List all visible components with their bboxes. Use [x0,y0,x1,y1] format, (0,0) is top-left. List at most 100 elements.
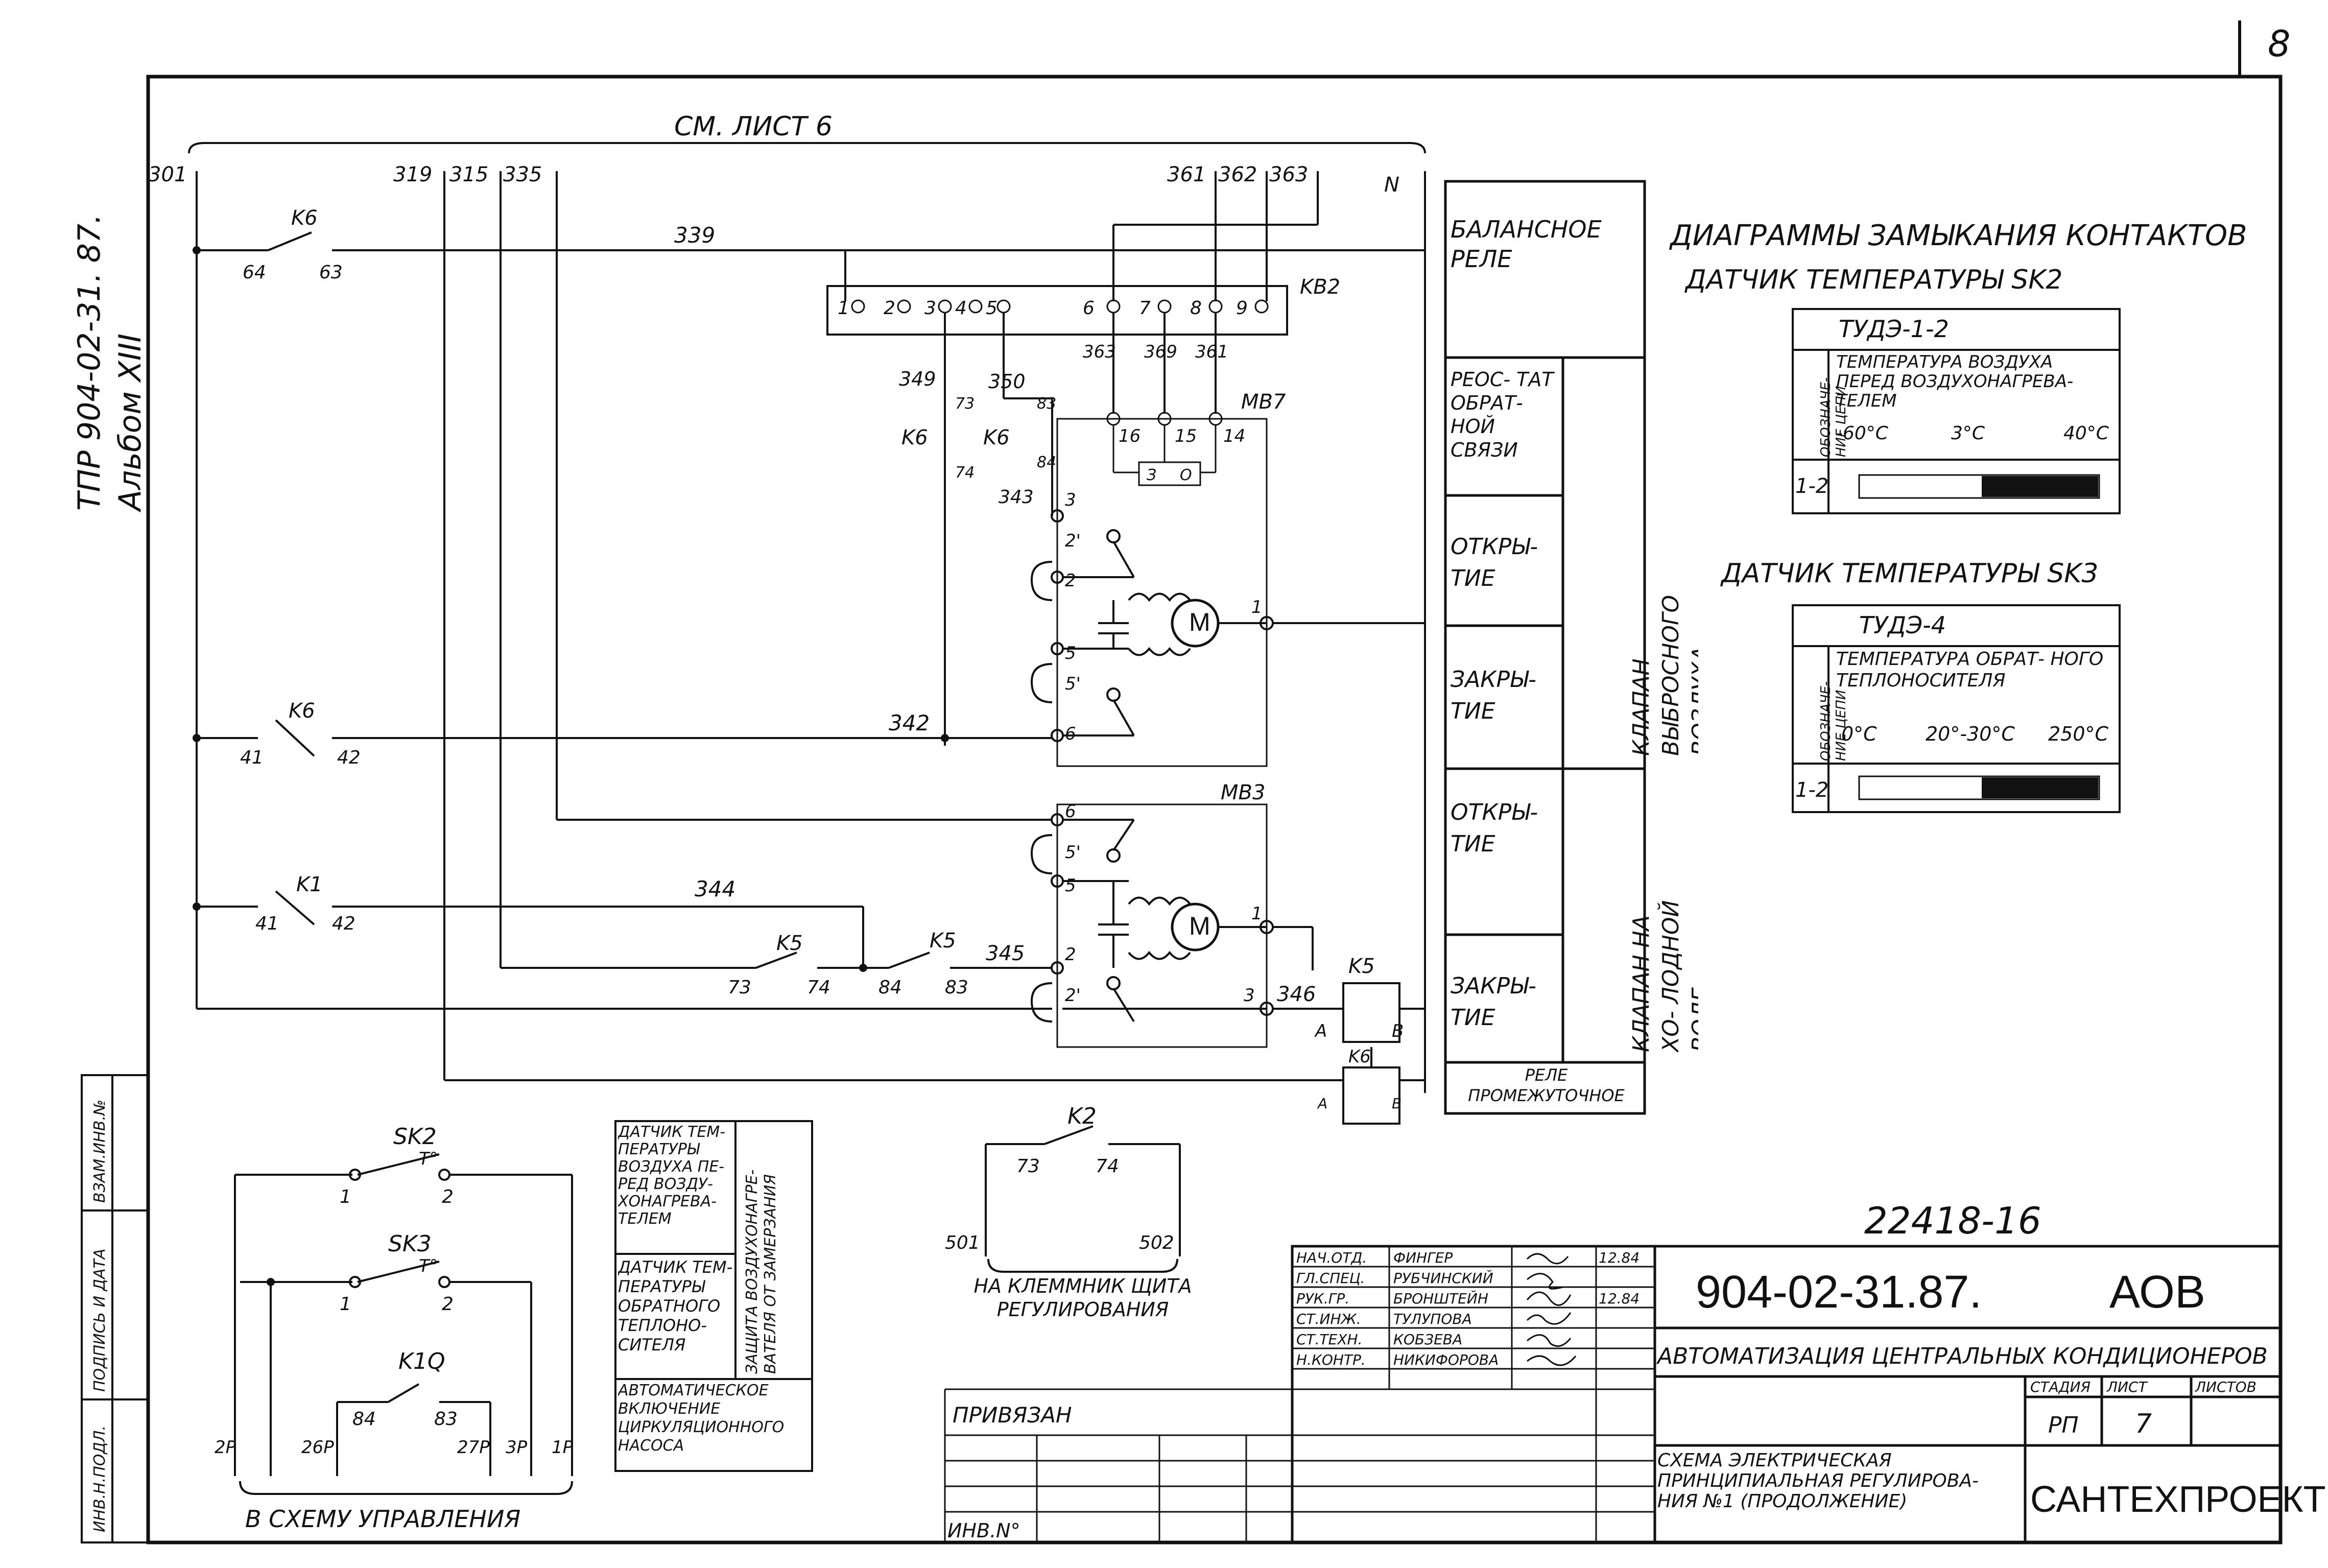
motor-symbol: M [1189,608,1210,636]
contact-label: K5 [930,929,956,953]
sk2-device: ТУДЭ-1-2 [1839,315,1949,343]
table-row-label: БАЛАНСНОЕ РЕЛЕ [1451,216,1602,273]
relay-terminal: A [1317,1095,1327,1112]
bus-labels: 301 319 315 335 361 362 363 N [148,163,1399,197]
bus-label: 335 [503,163,542,186]
sk3-diagram-table [1792,604,2121,813]
contact-pin: 73 [955,395,975,413]
kb2-terminal-num: 6 [1083,298,1095,319]
mb7-pin: 2 [1065,571,1076,591]
legend-text: АВТОМАТИЧЕСКОЕ ВКЛЮЧЕНИЕ ЦИРКУЛЯЦИОННОГО… [618,1382,785,1455]
kb2-terminal-num: 8 [1190,298,1202,319]
side-stamp-line1: ТПР 904-02-31. 87. [72,214,107,511]
sensor-label: SK2 [393,1124,437,1150]
signers-grid [1292,1246,1655,1542]
sk3-row-label: 1-2 [1795,778,1828,802]
mb3-pin: 3 [1244,985,1255,1006]
mb7-internals [1030,509,1425,742]
sheet-number: 8 [2268,23,2291,65]
row-342 [197,719,1052,757]
k2-circuit [985,1125,1181,1273]
relay-k5-label: K5 [1348,955,1375,978]
mb7-pin: 14 [1223,426,1245,446]
mb7-pin: 16 [1119,426,1141,446]
mb7-pin: 5 [1065,643,1076,663]
contact-label: K1 [296,873,323,896]
signer-role: СТ.ИНЖ. [1296,1311,1361,1327]
wire-label: 345 [986,942,1025,965]
contact-pin: 74 [807,977,830,998]
k2-caption-text: НА КЛЕММНИК ЩИТА РЕГУЛИРОВАНИЯ [973,1275,1192,1321]
mb3-label: MB3 [1221,781,1265,804]
row-345 [501,952,1052,969]
sensor-pin: 1 [340,1294,351,1315]
sk2-tick: 40°С [2063,423,2109,444]
kb2-terminal-num: 5 [986,298,997,319]
sk2-diagram-table [1792,308,2121,514]
wire-label: 349 [899,368,936,390]
kb2-terminal-num: 7 [1139,298,1151,319]
wire-label: 350 [988,370,1026,393]
bus-label: 363 [1269,163,1308,186]
kb2-terminal-num: 3 [924,298,936,319]
mb7-pin: 5' [1065,674,1081,694]
signer-role: РУК.ГР. [1296,1290,1349,1307]
doc-description: СХЕМА ЭЛЕКТРИЧЕСКАЯ ПРИНЦИПИАЛЬНАЯ РЕГУЛ… [1657,1451,1979,1512]
signer-name: НИКИФОРОВА [1393,1351,1499,1368]
table-row-open-1: ОТКРЫ- ТИЕ [1451,534,1538,591]
legend-text: ДАТЧИК ТЕМ- ПЕРАТУРЫ ОБРАТНОГО ТЕПЛОНО- … [618,1257,733,1355]
contact-pin: 84 [878,977,902,998]
kb2-terminal-num: 9 [1236,298,1248,319]
mb3-pin: 1 [1251,904,1263,924]
wire-label: 369 [1144,342,1177,362]
mb7-pin: 6 [1065,724,1076,744]
diagrams-title: ДИАГРАММЫ ЗАМЫКАНИЯ КОНТАКТОВ [1669,219,2247,252]
contact-label: K6 [983,426,1010,449]
signer-name: ФИНГЕР [1393,1249,1453,1266]
sensor-pin: 2 [442,1186,454,1207]
relay-terminal: B [1392,1021,1404,1041]
mb3-internals [557,813,1314,1023]
feedback-rheostat [1138,461,1201,486]
contact-label: K6 [291,206,318,230]
sk3-heading: ДАТЧИК ТЕМПЕРАТУРЫ SK3 [1720,558,2098,589]
signer-role: Н.КОНТР. [1296,1351,1366,1368]
sk2-tick: -60°С [1836,423,1889,444]
row-339 [197,224,1425,301]
sk3-desc-text: ТЕМПЕРАТУРА ОБРАТ- НОГО ТЕПЛОНОСИТЕЛЯ [1836,649,2104,691]
terminal-label: 1P [552,1437,574,1458]
mb3-housing [1056,803,1268,1048]
sk3-device: ТУДЭ-4 [1859,611,1946,639]
mb7-pin: 1 [1251,597,1263,617]
left-stamp-text: ПОДПИСЬ И ДАТА [91,1249,109,1392]
sheet-header: ЛИСТ [2106,1379,2148,1395]
signer-date: 12.84 [1599,1249,1640,1266]
relay-terminal: A [1314,1021,1327,1041]
wire-label: 346 [1277,983,1316,1006]
table-group-label: КЛАПАН ВЫБРОСНОГО ВОЗДУХА [1628,595,1698,756]
sheet-value: 7 [2135,1409,2152,1439]
doc-description-text: СХЕМА ЭЛЕКТРИЧЕСКАЯ ПРИНЦИПИАЛЬНАЯ РЕГУЛ… [1657,1451,1979,1512]
table-footer-label: РЕЛЕ ПРОМЕЖУТОЧНОЕ [1468,1065,1625,1105]
sensor-pin: 84 [352,1409,376,1430]
table-row-label: ЗАКРЫ- ТИЕ [1451,667,1536,724]
sk2-open-bar [1858,474,2100,499]
contact-pin: 64 [243,262,266,283]
bus-label: 301 [148,163,187,186]
contact-label: K6 [901,426,928,449]
signer-role: ГЛ.СПЕЦ. [1296,1270,1365,1287]
sk2-desc-text: ТЕМПЕРАТУРА ВОЗДУХА ПЕРЕД ВОЗДУХОНАГРЕВА… [1836,352,2074,411]
sk3-closed-bar [1982,777,2098,798]
stage-header: СТАДИЯ [2030,1379,2091,1395]
k2-label: K2 [1067,1103,1097,1129]
table-row-label: РЕОС- ТАТ ОБРАТ- НОЙ СВЯЗИ [1451,368,1554,461]
sensor-temp-mark: T° [419,1256,438,1276]
kb2-terminal-num: 1 [838,298,849,319]
sk2-closed-bar [1982,476,2098,497]
left-stamp [81,1074,149,1543]
kb2-terminal-num: 2 [884,298,895,319]
contact-pin: 41 [255,913,279,934]
mb7-pin: 15 [1175,426,1197,446]
signer-date: 12.84 [1599,1290,1640,1307]
k2-pin: 74 [1096,1156,1119,1177]
